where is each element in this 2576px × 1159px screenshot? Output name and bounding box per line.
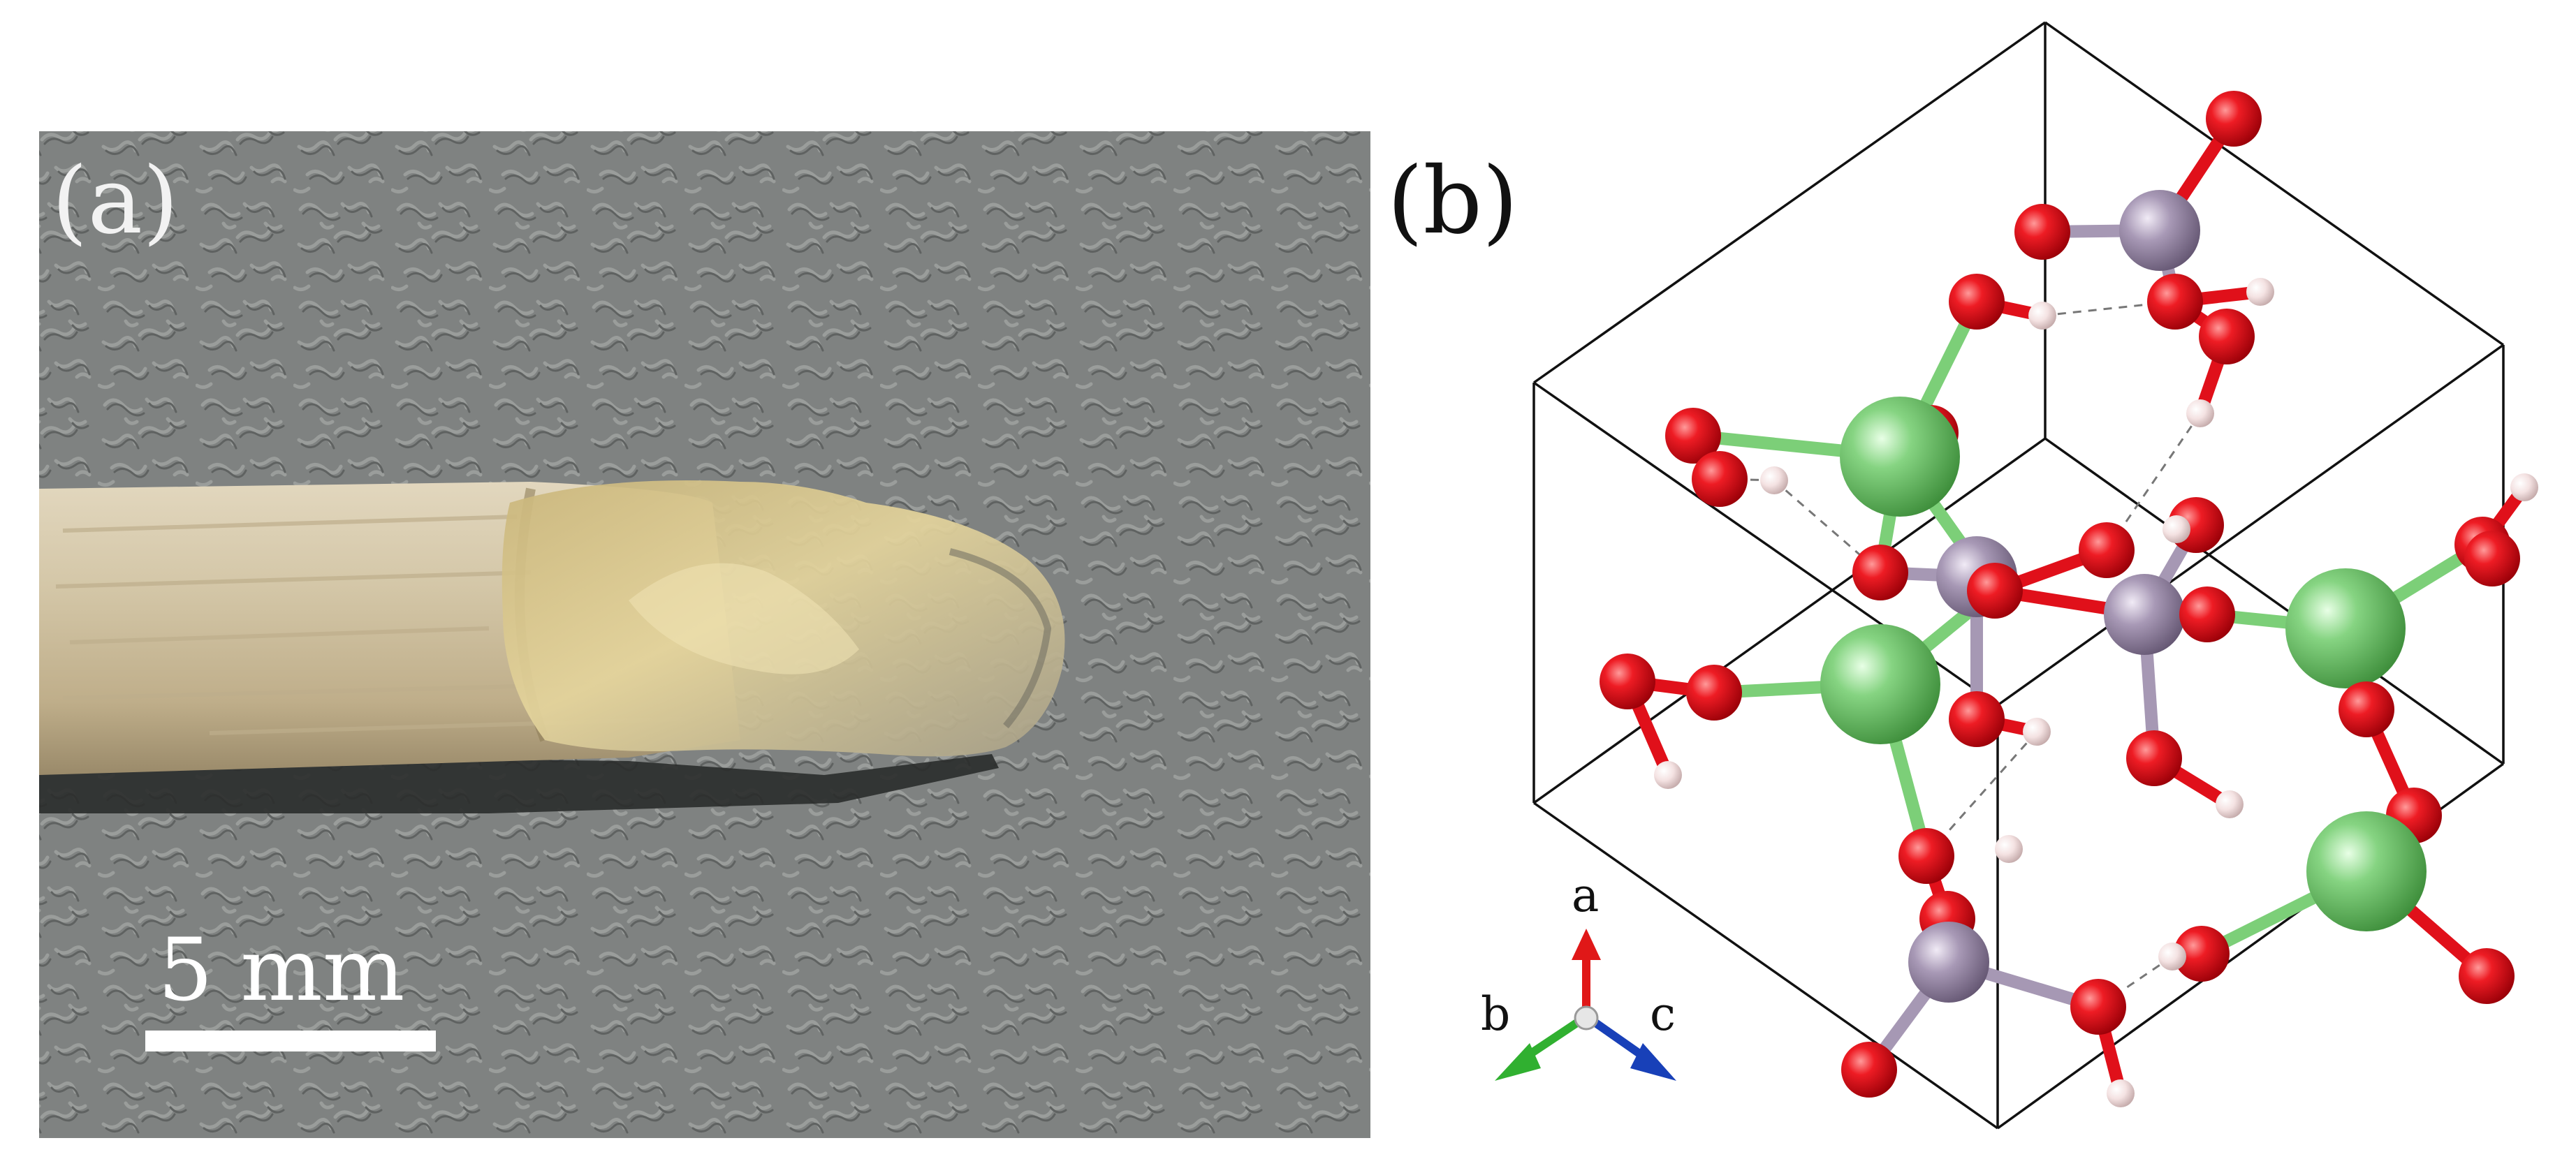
scale-bar bbox=[145, 1031, 436, 1051]
axis-label-b: b bbox=[1481, 987, 1511, 1041]
hydrogen-atom bbox=[1654, 761, 1682, 789]
axis-a-arrowhead bbox=[1572, 929, 1601, 960]
panel-label-b: (b) bbox=[1387, 147, 1518, 255]
oxygen-atom bbox=[1600, 654, 1655, 709]
phosphorus-atom bbox=[2119, 190, 2200, 271]
panel-label-a: (a) bbox=[52, 147, 179, 255]
orientation-axes bbox=[1495, 929, 1676, 1081]
wood-grain bbox=[55, 515, 685, 735]
axis-c-arrowhead bbox=[1630, 1043, 1676, 1081]
phosphorus-atom bbox=[2104, 574, 2185, 655]
oxygen-atom bbox=[1898, 828, 1954, 884]
hydrogen-bond bbox=[2105, 413, 2202, 551]
hydrogen-atom bbox=[2246, 278, 2274, 306]
hydrogen-atom bbox=[2186, 399, 2214, 427]
oxygen-atom bbox=[2206, 91, 2262, 147]
calcium-atom bbox=[2285, 568, 2406, 688]
panel-b-structure bbox=[1495, 21, 2538, 1130]
hydrogen-atom bbox=[2028, 302, 2056, 330]
hydrogen-atom bbox=[2162, 515, 2190, 543]
unit-cell-edges bbox=[1532, 21, 2505, 1130]
oxygen-atom bbox=[2459, 948, 2515, 1004]
stick-shadow bbox=[39, 754, 999, 813]
hydrogen-atom bbox=[2510, 473, 2538, 501]
axis-origin bbox=[1574, 1005, 1599, 1031]
oxygen-atom bbox=[1841, 1042, 1897, 1098]
crystal-highlight bbox=[629, 563, 859, 674]
axis-label-a: a bbox=[1572, 869, 1600, 922]
hydrogen-atom bbox=[2158, 943, 2186, 970]
oxygen-atom bbox=[2339, 681, 2394, 737]
oxygen-atom bbox=[2126, 730, 2182, 786]
oxygen-atom bbox=[2014, 204, 2070, 260]
cell-edge bbox=[1532, 21, 2047, 384]
oxygen-atom bbox=[2070, 979, 2126, 1035]
axis-b-arrowhead bbox=[1495, 1043, 1541, 1081]
hydrogen-atom bbox=[2023, 718, 2051, 746]
oxygen-atom bbox=[2079, 522, 2135, 578]
hydrogen-bond bbox=[1773, 479, 1881, 574]
hydrogen-atom bbox=[2216, 790, 2244, 818]
oxygen-atom bbox=[2147, 274, 2203, 330]
oxygen-atom bbox=[1949, 691, 2005, 747]
oxygen-atom bbox=[1665, 408, 1721, 464]
cell-edge bbox=[2044, 21, 2505, 346]
oxygen-atom bbox=[1949, 274, 2005, 330]
crystal-facet bbox=[949, 548, 1052, 729]
calcium-atom bbox=[1820, 624, 1940, 744]
scale-bar-label: 5 mm bbox=[158, 920, 405, 1021]
phosphorus-atom bbox=[1908, 922, 1989, 1003]
hydrogen-atom bbox=[2107, 1079, 2135, 1107]
hydrogen-atom bbox=[1760, 466, 1788, 494]
calcium-atom bbox=[2306, 811, 2427, 931]
cell-edge bbox=[1532, 437, 2047, 804]
oxygen-atom bbox=[1686, 665, 1742, 721]
oxygen-atom bbox=[2179, 586, 2235, 642]
oxygen-atom bbox=[2199, 309, 2255, 364]
atoms bbox=[1600, 91, 2538, 1107]
oxygen-atom bbox=[1852, 545, 1908, 600]
cell-edge bbox=[1996, 344, 2505, 707]
cell-edge bbox=[1532, 802, 1999, 1130]
oxygen-atom bbox=[1967, 563, 2023, 619]
cell-edge bbox=[2044, 437, 2505, 765]
oxygen-atom bbox=[2464, 531, 2520, 586]
oxygen-atom bbox=[1692, 451, 1748, 507]
hydrogen-atom bbox=[1995, 835, 2023, 863]
axis-label-c: c bbox=[1650, 987, 1676, 1041]
oxygen-atom bbox=[2174, 926, 2230, 982]
panel-a-photo bbox=[39, 131, 1370, 1138]
calcium-atom bbox=[1840, 397, 1960, 517]
